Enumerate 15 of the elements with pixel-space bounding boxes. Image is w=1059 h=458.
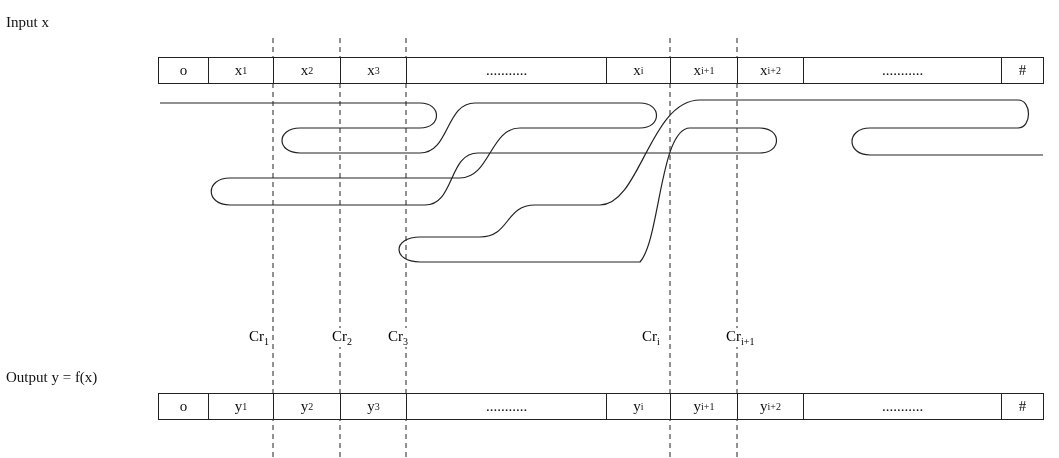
output-label: Output y = f(x) (6, 369, 98, 386)
crossing-label: Cr$_{1}$ (248, 328, 270, 347)
crossing-label: Cr$_{2}$ (331, 328, 353, 347)
input-label: Input x (6, 14, 49, 31)
crossing-label: Cr$_{3}$ (387, 328, 409, 347)
tape-cell: o (158, 57, 209, 84)
crossing-label: Cr$_{i}$ (641, 328, 661, 347)
tape-cell: ........... (803, 57, 1002, 84)
tape-cell: ........... (803, 393, 1002, 420)
tape-cell: # (1001, 57, 1044, 84)
tape-cell: o (158, 393, 209, 420)
tape-cell: ........... (406, 393, 607, 420)
crossing-label: Cr$_{i+1}$ (725, 328, 756, 347)
tape-cell: ........... (406, 57, 607, 84)
tape-cell: # (1001, 393, 1044, 420)
